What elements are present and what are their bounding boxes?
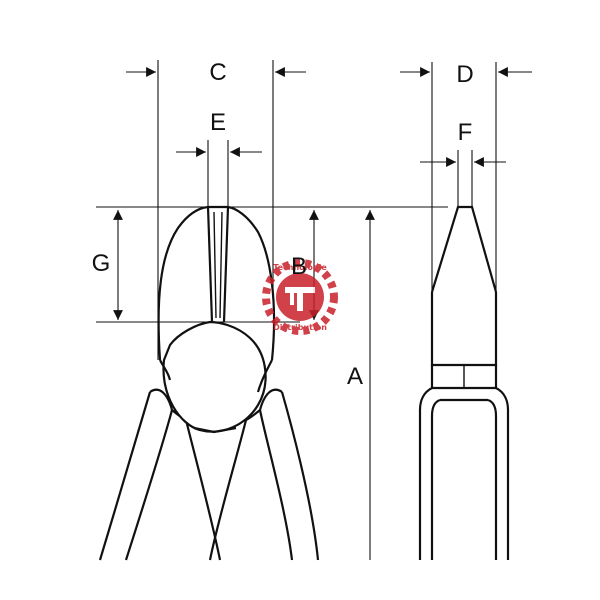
- pliers-front-view: [98, 205, 320, 561]
- label-b: B: [291, 253, 307, 280]
- logo-top-text: Technologie: [273, 263, 327, 272]
- label-f: F: [458, 119, 473, 146]
- dimension-arrows: [113, 67, 532, 560]
- dimension-labels: C E D F G B A: [92, 59, 474, 390]
- distributor-logo: Technologie Distribution: [262, 259, 338, 335]
- pliers-side-view: [418, 205, 510, 560]
- label-d: D: [456, 61, 473, 88]
- label-g: G: [92, 250, 111, 277]
- label-e: E: [210, 109, 226, 136]
- label-c: C: [209, 59, 226, 86]
- label-a: A: [347, 363, 363, 390]
- logo-bottom-text: Distribution: [273, 323, 327, 332]
